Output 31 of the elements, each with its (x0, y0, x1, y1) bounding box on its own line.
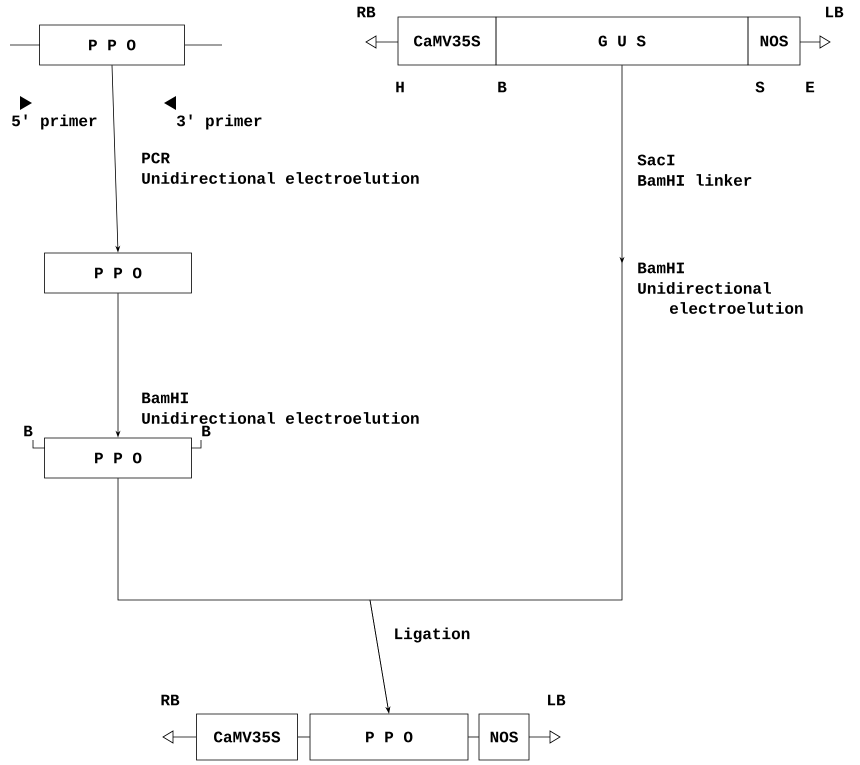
gene-box: P P O (44, 252, 192, 294)
annotation: BamHI (142, 392, 188, 404)
annotation: B (498, 82, 506, 92)
annotation: PCR (142, 152, 170, 164)
annotation: H (396, 82, 404, 92)
edge-label: Ligation (395, 628, 470, 642)
annotation: S (756, 82, 764, 92)
gene-box: P P O (310, 714, 468, 760)
annotation: BamHI linker (638, 174, 752, 186)
gene-box: G U S (496, 16, 748, 66)
annotation: electroelution (670, 302, 803, 314)
annotation: RB (161, 694, 180, 706)
gene-box: NOS (748, 16, 800, 66)
annotation: 3' primer (176, 114, 262, 130)
annotation: LB (826, 6, 844, 18)
annotation: Unidirectional electroelution (142, 172, 419, 184)
annotation: Unidirectional (638, 282, 771, 294)
annotation: Unidirectional electroelution (142, 412, 419, 424)
annotation: SacI (638, 154, 674, 166)
gene-box: P P O (39, 24, 185, 66)
annotation: RB (357, 6, 376, 18)
gene-box: NOS (478, 714, 530, 760)
annotation: LB (548, 694, 566, 706)
gene-box: P P O (44, 438, 192, 478)
annotation: E (806, 82, 814, 92)
annotation: 5' primer (12, 114, 96, 130)
gene-box: CaMV35S (398, 16, 496, 66)
annotation: B (202, 426, 210, 436)
annotation: B (24, 426, 32, 436)
annotation: BamHI (638, 262, 684, 274)
gene-box: CaMV35S (196, 714, 298, 760)
